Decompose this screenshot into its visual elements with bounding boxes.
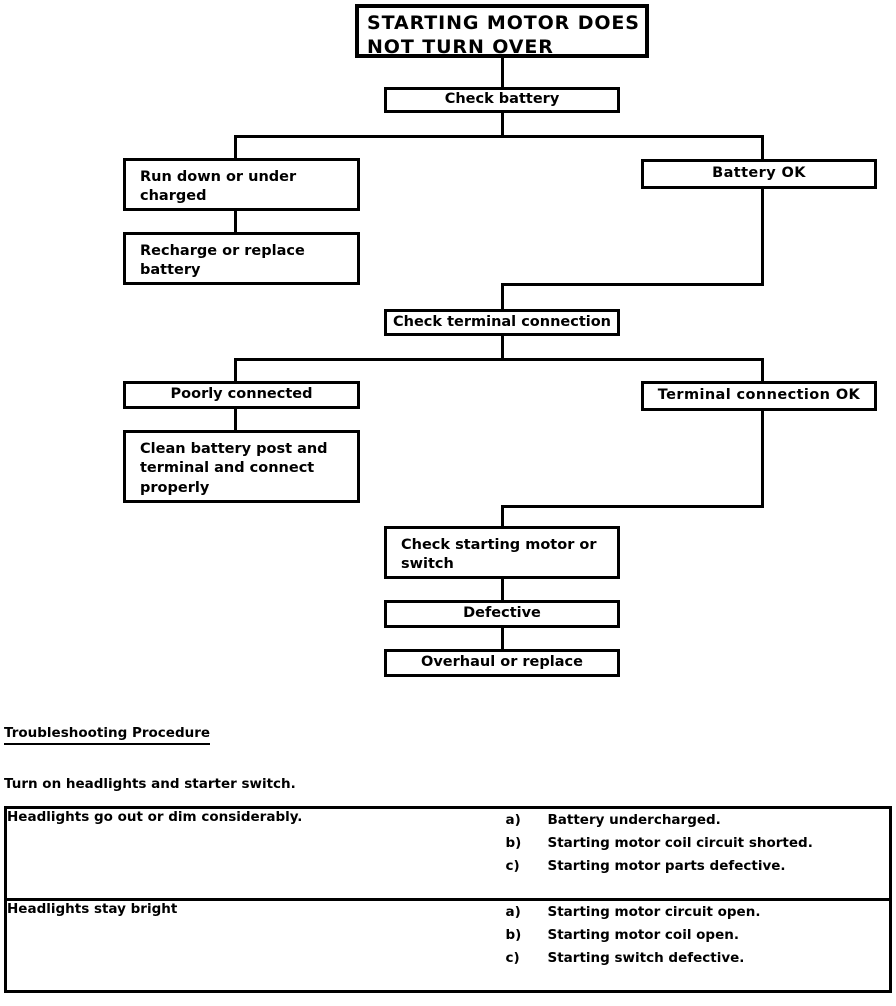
connector-split-right-terminal	[761, 358, 764, 382]
cause-text: Starting motor coil open.	[547, 927, 740, 944]
flow-node-check-starting-motor-label: Check starting motor or switch	[401, 537, 597, 573]
connector-check-terminal-down	[501, 336, 504, 360]
connector-terminal-ok-left	[501, 505, 764, 508]
cause-label: b)	[505, 927, 522, 944]
flow-node-overhaul-label: Overhaul or replace	[421, 654, 583, 671]
cause-item: a) Starting motor circuit open.	[506, 901, 890, 924]
flow-node-terminal-ok: Terminal connection OK	[641, 381, 877, 411]
connector-run-down-to-recharge	[234, 211, 237, 233]
cause-text: Battery undercharged.	[547, 812, 721, 828]
flow-node-run-down: Run down or under charged	[123, 158, 360, 211]
flow-node-check-battery-label: Check battery	[444, 91, 560, 108]
flow-node-defective-label: Defective	[463, 605, 541, 622]
connector-terminal-ok-down	[761, 411, 764, 505]
cause-item: a) Battery undercharged.	[506, 809, 890, 832]
cause-item: b) Starting motor coil open.	[506, 924, 890, 947]
flow-node-overhaul: Overhaul or replace	[384, 649, 620, 677]
cause-text: Starting motor circuit open.	[547, 904, 761, 920]
cause-text: Starting motor parts defective.	[547, 858, 786, 875]
connector-split-bar-terminal	[234, 358, 764, 361]
flow-node-battery-ok: Battery OK	[641, 159, 877, 189]
flow-node-check-terminal-label: Check terminal connection	[392, 313, 612, 330]
cause-text: Starting switch defective.	[547, 950, 745, 967]
flow-node-check-starting-motor: Check starting motor or switch	[384, 526, 620, 579]
flow-node-defective: Defective	[384, 600, 620, 628]
table-row: Headlights go out or dim considerably. a)…	[5, 808, 891, 900]
cause-text: Starting motor coil circuit shorted.	[547, 835, 813, 852]
table-row: Headlights stay bright a) Starting motor c…	[6, 900, 891, 992]
cause-item: c) Starting switch defective.	[506, 947, 890, 970]
causes-cell: a) Battery undercharged. b) Starting motor …	[506, 808, 891, 900]
symptom-cause-table: Headlights go out or dim considerably. a)…	[4, 806, 892, 993]
symptom-cell: Headlights go out or dim considerably.	[7, 809, 303, 825]
connector-battery-ok-left	[501, 283, 764, 286]
procedure-heading: Troubleshooting Procedure	[4, 725, 211, 745]
connector-to-check-terminal	[501, 283, 504, 310]
causes-cell: a) Starting motor circuit open. b) Starting…	[506, 900, 891, 992]
cause-item: c) Starting motor parts defective.	[506, 855, 890, 878]
flow-node-clean-post: Clean battery post and terminal and conn…	[123, 430, 360, 503]
flow-node-recharge: Recharge or replace battery	[123, 232, 360, 285]
cause-label: c)	[505, 950, 520, 967]
flow-node-poorly-connected: Poorly connected	[123, 381, 360, 409]
cause-label: a)	[505, 812, 521, 828]
symptom-cell: Headlights stay bright	[7, 901, 178, 917]
cause-label: c)	[505, 858, 520, 875]
connector-title-to-check-battery	[501, 58, 504, 88]
connector-split-right-battery	[761, 135, 764, 159]
connector-split-left-terminal	[234, 358, 237, 382]
flow-node-clean-post-label: Clean battery post and terminal and conn…	[140, 441, 328, 496]
connector-defective-to-overhaul	[501, 628, 504, 650]
connector-battery-ok-down	[761, 189, 764, 283]
connector-to-check-starting-motor	[501, 505, 504, 527]
procedure-instruction: Turn on headlights and starter switch.	[4, 776, 296, 792]
connector-poorly-to-clean	[234, 409, 237, 431]
cause-label: b)	[505, 835, 522, 852]
connector-check-battery-down	[501, 113, 504, 137]
cause-item: b) Starting motor coil circuit shorted.	[506, 832, 890, 855]
flow-node-recharge-label: Recharge or replace battery	[140, 243, 305, 279]
flow-node-check-battery: Check battery	[384, 87, 620, 113]
connector-split-left-battery	[234, 135, 237, 159]
cause-label: a)	[505, 904, 521, 920]
connector-motor-to-defective	[501, 579, 504, 601]
connector-split-bar-battery	[234, 135, 764, 138]
flow-node-run-down-label: Run down or under charged	[140, 169, 297, 205]
flow-node-poorly-connected-label: Poorly connected	[170, 386, 313, 403]
flow-node-check-terminal: Check terminal connection	[384, 309, 620, 336]
flow-node-terminal-ok-label: Terminal connection OK	[657, 387, 861, 404]
flow-node-battery-ok-label: Battery OK	[712, 165, 806, 182]
